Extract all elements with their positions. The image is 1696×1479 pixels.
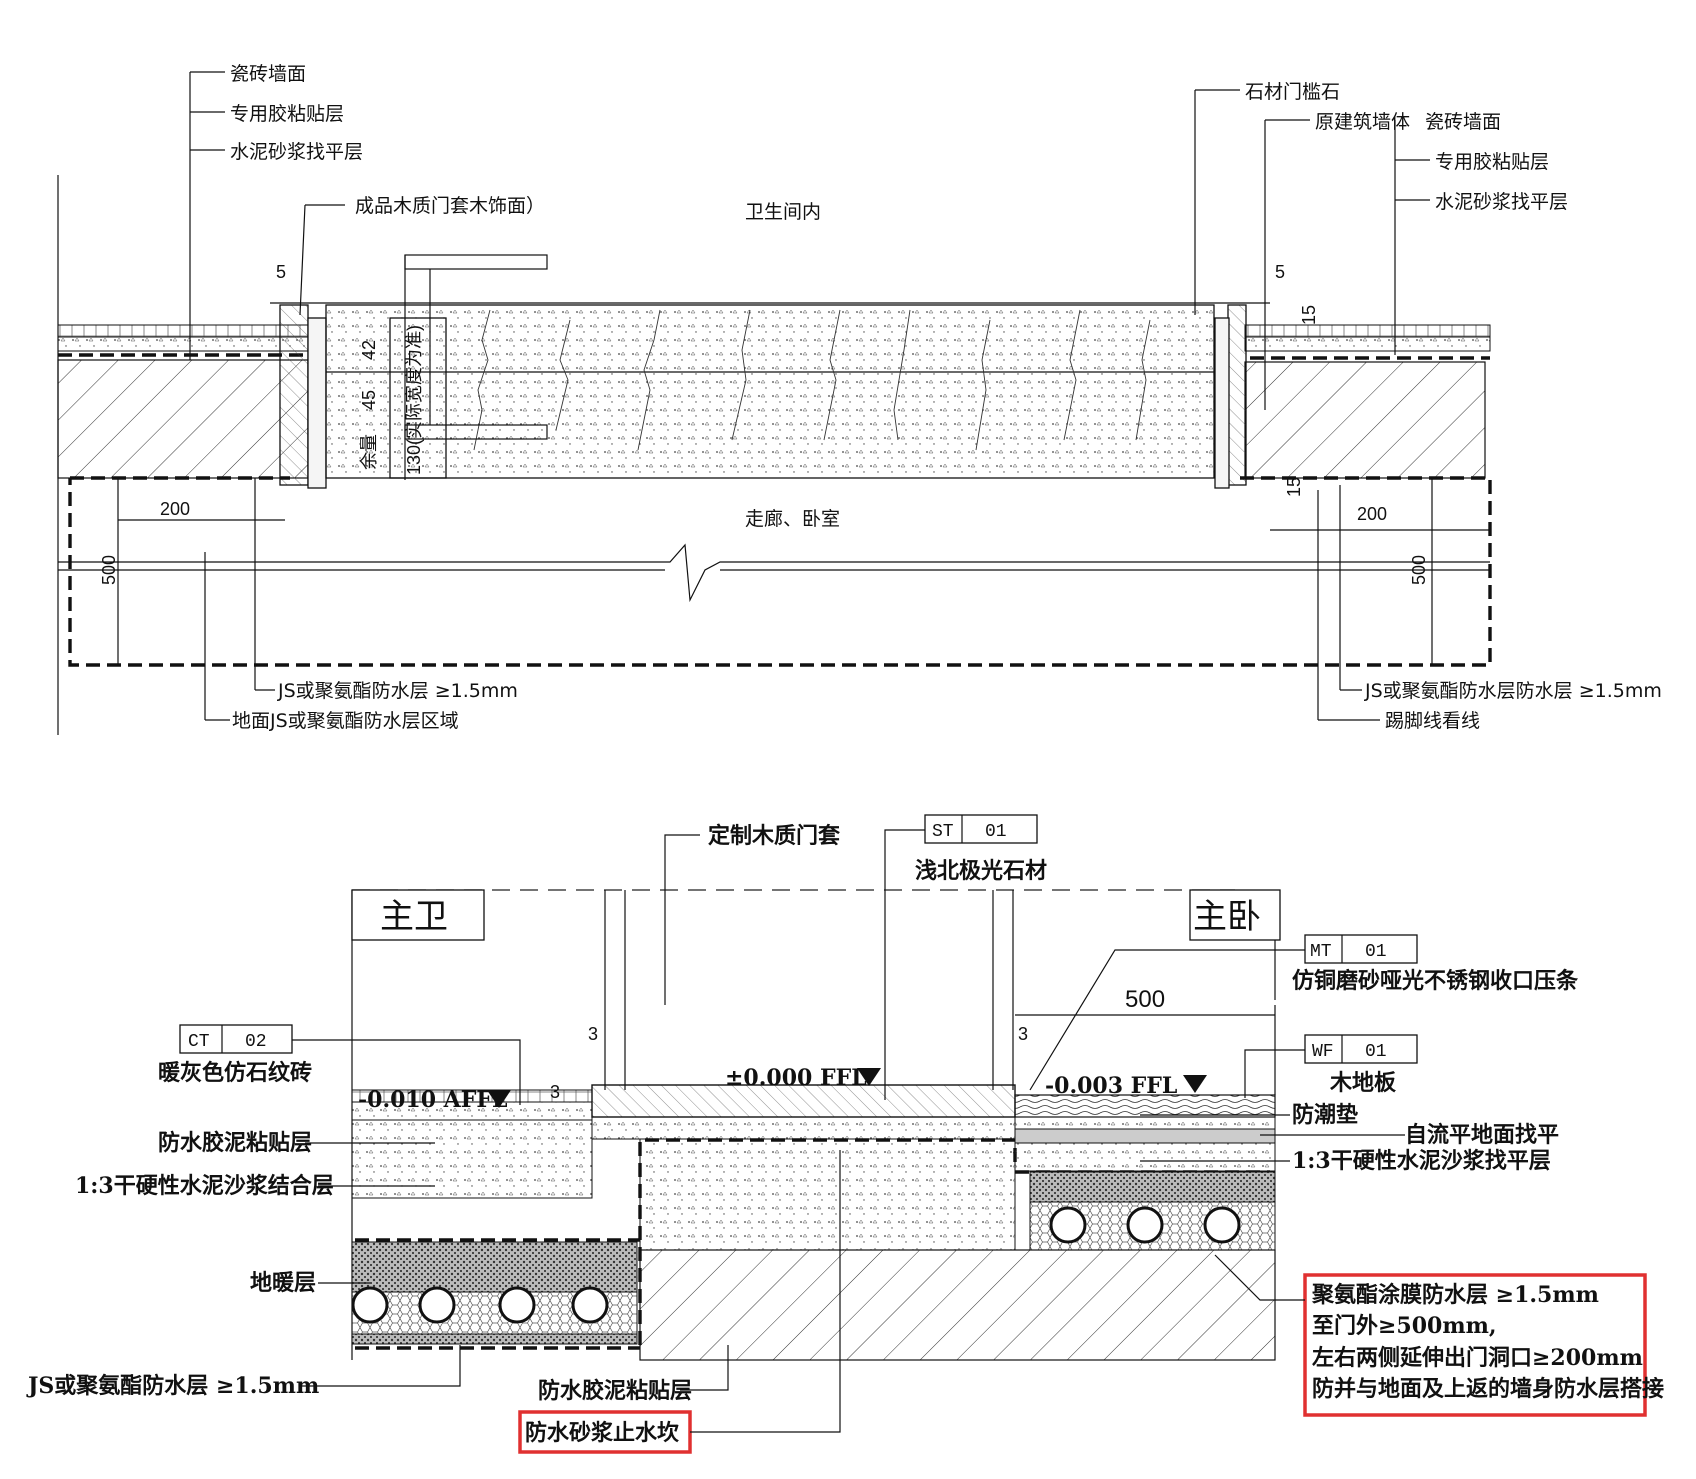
right-layer-3: 1:3干硬性水泥沙浆找平层 — [1292, 1148, 1551, 1174]
dim-200-right: 200 — [1357, 504, 1387, 524]
level-left: -0.010 AFFL — [358, 1087, 507, 1113]
stone-tag-desc: 浅北极光石材 — [915, 858, 1047, 884]
door-casing-section: 定制木质门套 — [708, 823, 840, 849]
note-line-4: 防并与地面及上返的墙身防水层搭接 — [1312, 1376, 1664, 1402]
left-layer-1: 防水胶泥粘贴层 — [158, 1130, 312, 1156]
dim-500-left: 500 — [99, 555, 119, 585]
level-right: -0.003 FFL — [1045, 1073, 1177, 1099]
plan-left-label-1: 瓷砖墙面 — [230, 63, 306, 85]
room-bottom-label: 走廊、卧室 — [745, 508, 840, 530]
stone-tag-code: ST — [932, 822, 954, 842]
plan-bottom-left-1: JS或聚氨酯防水层 ≥1.5mm — [277, 680, 518, 702]
bottom-mid-2: 防水砂浆止水坎 — [525, 1420, 679, 1446]
level-mid: ±0.000 FFL — [725, 1065, 867, 1091]
wood-tag-desc: 木地板 — [1329, 1070, 1397, 1096]
room-left: 主卫 — [380, 897, 448, 937]
stone-tag-num: 01 — [985, 822, 1007, 842]
left-layer-3: 地暖层 — [250, 1270, 316, 1296]
left-layer-2: 1:3干硬性水泥沙浆结合层 — [75, 1173, 334, 1199]
dim-15-bottom: 15 — [1284, 477, 1304, 497]
plan-bottom-right-2: 踢脚线看线 — [1385, 710, 1480, 732]
dim-margin: 余量 — [359, 434, 379, 470]
tile-tag-code: CT — [188, 1032, 210, 1052]
dim-3c: 3 — [550, 1082, 560, 1102]
plan-right-label-4: 专用胶粘贴层 — [1435, 151, 1549, 173]
plan-left-label-2: 专用胶粘贴层 — [230, 103, 344, 125]
plan-right-label-2: 原建筑墙体 — [1315, 111, 1410, 133]
bottom-mid-1: 防水胶泥粘贴层 — [538, 1378, 692, 1404]
tile-tag: CT 02 暖灰色仿石纹砖 — [158, 1024, 521, 1105]
note-box — [1303, 1273, 1647, 1417]
door-casing-label: 成品木质门套木饰面） — [355, 195, 545, 217]
dim-3a: 3 — [588, 1024, 598, 1044]
dim-42: 42 — [359, 340, 379, 360]
dim-5-left: 5 — [276, 262, 286, 282]
dim-5-right: 5 — [1275, 262, 1285, 282]
plan-bottom-right-1: JS或聚氨酯防水层防水层 ≥1.5mm — [1364, 680, 1662, 702]
dim-45: 45 — [359, 390, 379, 410]
dim-500: 500 — [1125, 986, 1165, 1013]
wood-tag-code: WF — [1312, 1042, 1334, 1062]
note-line-3: 左右两侧延伸出门洞口≥200mm — [1312, 1345, 1643, 1371]
plan-bottom-left-2: 地面JS或聚氨酯防水层区域 — [232, 710, 459, 732]
plan-right-label-1: 石材门槛石 — [1245, 81, 1340, 103]
dim-200-left: 200 — [160, 499, 190, 519]
tile-tag-num: 02 — [245, 1032, 267, 1052]
plan-view: 5 5 42 45 余量 130(实际宽度为准) 200 200 500 500… — [57, 63, 1662, 735]
room-right: 主卧 — [1193, 897, 1261, 937]
note-line-1: 聚氨酯涂膜防水层 ≥1.5mm — [1311, 1282, 1599, 1308]
note-line-2: 至门外≥500mm, — [1312, 1313, 1497, 1339]
stone-tag: ST 01 浅北极光石材 — [884, 814, 1047, 1100]
metal-tag: MT 01 仿铜磨砂哑光不锈钢收口压条 — [1029, 934, 1579, 1091]
plan-left-label-3: 水泥砂浆找平层 — [230, 141, 363, 163]
metal-tag-num: 01 — [1365, 942, 1387, 962]
left-layer-4: JS或聚氨酯防水层 ≥1.5mm — [26, 1373, 319, 1399]
wood-tag-num: 01 — [1365, 1042, 1387, 1062]
metal-tag-code: MT — [1310, 942, 1332, 962]
plan-right-label-5: 水泥砂浆找平层 — [1435, 191, 1568, 213]
tile-tag-desc: 暖灰色仿石纹砖 — [158, 1060, 312, 1086]
section-view: 主卫 主卧 — [26, 814, 1664, 1454]
dim-500-right: 500 — [1409, 555, 1429, 585]
wood-tag: WF 01 木地板 — [1244, 1034, 1418, 1098]
plan-right-label-3: 瓷砖墙面 — [1425, 111, 1501, 133]
dim-15-top: 15 — [1299, 305, 1319, 325]
dim-130: 130(实际宽度为准) — [404, 325, 424, 475]
room-top-label: 卫生间内 — [745, 201, 821, 223]
dim-3b: 3 — [1018, 1024, 1028, 1044]
right-layer-1: 防潮垫 — [1292, 1102, 1358, 1128]
right-layer-2: 自流平地面找平 — [1405, 1122, 1559, 1148]
metal-tag-desc: 仿铜磨砂哑光不锈钢收口压条 — [1292, 968, 1579, 994]
